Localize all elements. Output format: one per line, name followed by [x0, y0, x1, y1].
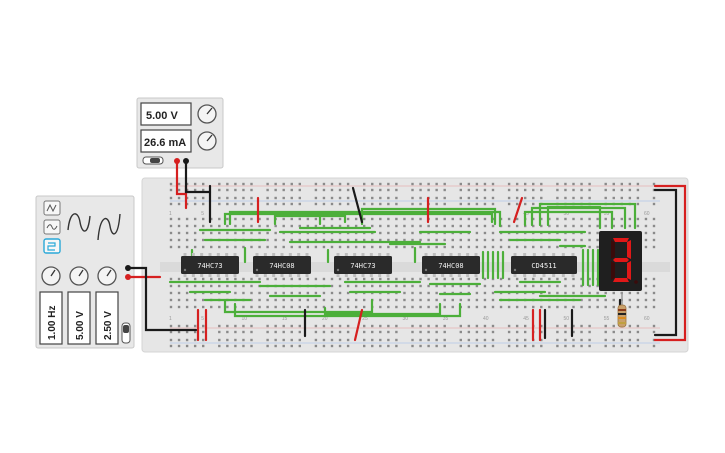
ic-chip[interactable]: 74HC73 — [334, 253, 392, 277]
negative-terminal[interactable] — [183, 158, 189, 164]
column-marker: 10 — [241, 316, 247, 322]
column-marker: 5 — [201, 211, 204, 217]
ic-chip[interactable]: 74HC08 — [253, 253, 311, 277]
offset-knob-icon[interactable] — [97, 266, 117, 286]
column-marker: 40 — [483, 316, 489, 322]
waveform-preview — [67, 213, 121, 241]
chip-label: CD4511 — [531, 262, 556, 270]
segment-d — [613, 278, 629, 282]
segment-g — [613, 258, 629, 262]
column-marker: 25 — [362, 316, 368, 322]
generator-wires[interactable] — [128, 266, 198, 332]
column-marker: 45 — [523, 316, 529, 322]
column-marker: 1 — [169, 316, 172, 322]
amplitude-readout: 5.00 V — [75, 311, 86, 340]
function-generator[interactable]: 1.00 Hz 5.00 V 2.50 V — [35, 195, 135, 349]
decimal-point — [634, 280, 638, 284]
supply-wires[interactable] — [175, 161, 212, 196]
column-marker: 15 — [282, 316, 288, 322]
chip-label: 74HC73 — [197, 262, 222, 270]
square-wave-icon[interactable] — [43, 200, 61, 216]
seven-segment-display[interactable]: 3 — [599, 231, 642, 291]
ic-chips[interactable]: 74HC73 74HC08 74HC73 74HC08 CD4511 — [181, 253, 577, 277]
column-marker: 55 — [604, 211, 610, 217]
positive-terminal[interactable] — [174, 158, 180, 164]
segment-f — [611, 240, 615, 259]
ic-chip[interactable]: 74HC73 — [181, 253, 239, 277]
column-marker: 35 — [443, 316, 449, 322]
column-marker: 50 — [563, 211, 569, 217]
column-marker: 1 — [169, 211, 172, 217]
generator-power-switch-icon[interactable] — [121, 322, 131, 344]
amplitude-knob-icon[interactable] — [69, 266, 89, 286]
digit-segments — [611, 238, 638, 284]
segment-b — [627, 240, 631, 259]
current-readout: 26.6 mA — [144, 137, 186, 149]
voltage-knob-icon[interactable] — [197, 104, 217, 124]
jumper-wires[interactable] — [168, 202, 637, 318]
triangle-wave-icon[interactable] — [43, 238, 61, 254]
dc-power-supply[interactable]: 5.00 V 26.6 mA — [136, 97, 224, 169]
column-marker: 50 — [563, 316, 569, 322]
chip-label: 74HC73 — [350, 262, 375, 270]
chip-label: 74HC08 — [438, 262, 463, 270]
resistor[interactable] — [617, 292, 627, 328]
generator-output-positive[interactable] — [125, 274, 131, 280]
column-marker: 60 — [644, 316, 650, 322]
ic-chip[interactable]: 74HC08 — [422, 253, 480, 277]
current-knob-icon[interactable] — [197, 131, 217, 151]
column-marker: 55 — [604, 316, 610, 322]
offset-readout: 2.50 V — [103, 311, 114, 340]
column-marker: 30 — [402, 316, 408, 322]
segment-c — [627, 261, 631, 280]
column-marker: 60 — [644, 211, 650, 217]
column-marker: 5 — [201, 316, 204, 322]
sine-wave-icon[interactable] — [43, 219, 61, 235]
column-marker: 20 — [322, 316, 328, 322]
frequency-readout: 1.00 Hz — [47, 306, 58, 340]
generator-output-negative[interactable] — [125, 265, 131, 271]
segment-a — [613, 238, 629, 242]
power-switch-icon[interactable] — [142, 156, 164, 165]
chip-label: 74HC08 — [269, 262, 294, 270]
frequency-knob-icon[interactable] — [41, 266, 61, 286]
ic-chip[interactable]: CD4511 — [511, 253, 577, 277]
voltage-readout: 5.00 V — [146, 110, 178, 122]
segment-e — [611, 261, 615, 280]
